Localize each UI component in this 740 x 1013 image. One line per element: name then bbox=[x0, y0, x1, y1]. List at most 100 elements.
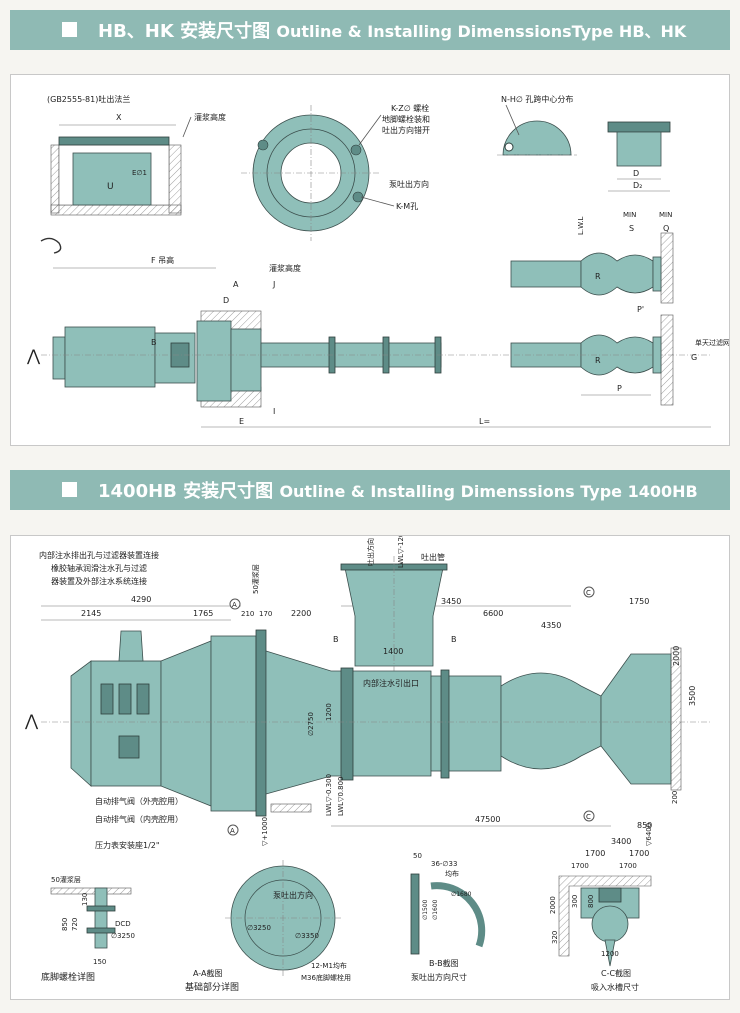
hole-distribution-detail: N-H∅ 孔跨中心分布 bbox=[497, 94, 577, 156]
dim-p-prime: P' bbox=[637, 305, 644, 314]
section-detail-bb: 36-∅33 均布 50 ∅1500 ∅1600 ∅1680 B-B截图 泵吐出… bbox=[410, 852, 486, 982]
kz-bolt-label-2: 地脚螺栓装和 bbox=[382, 114, 430, 124]
lwl-mid-label: LWL▽-0.300 bbox=[325, 774, 333, 816]
svg-text:C: C bbox=[586, 813, 591, 821]
outlet-pipe-label: 吐出管 bbox=[421, 552, 445, 562]
dim-u: U bbox=[107, 182, 114, 192]
det3-phi1680: ∅1680 bbox=[451, 891, 472, 898]
dim-1750: 1750 bbox=[629, 597, 649, 606]
dim-d2: D₂ bbox=[633, 181, 642, 190]
det3-phi1600: ∅1600 bbox=[432, 899, 439, 920]
dim-4350: 4350 bbox=[541, 621, 561, 630]
dim-170: 170 bbox=[259, 610, 272, 618]
annotation-filter-link: 器装置及外部注水系统连接 bbox=[51, 576, 147, 586]
det1-phi: ∅3250 bbox=[111, 932, 135, 940]
det3-bolt-count: 36-∅33 bbox=[431, 860, 457, 868]
det1-grout-label: 50灌浆层 bbox=[51, 875, 81, 884]
dim-g: G bbox=[691, 353, 697, 362]
header-title-cn: 1400HB 安装尺寸图 bbox=[98, 481, 274, 502]
dim-4290: 4290 bbox=[131, 595, 151, 604]
section-marker-c-top: C bbox=[583, 586, 595, 598]
level-6400-label: ▽6400 bbox=[645, 823, 653, 846]
header-title-cn: HB、HK 安装尺寸图 bbox=[98, 21, 271, 42]
section-b-left: B bbox=[333, 635, 339, 644]
det4-title1: C-C截图 bbox=[601, 968, 631, 978]
flange-pit-detail: (GB2555-81)吐出法兰 X U E∅1 灌浆高度 bbox=[47, 94, 226, 216]
grout-layer-label: 50灌浆层 bbox=[251, 564, 260, 594]
lifting-hook-icon bbox=[40, 237, 62, 254]
section-header-1400hb: 1400HB 安装尺寸图 Outline & Installing Dimens… bbox=[10, 470, 730, 510]
svg-text:C: C bbox=[586, 589, 591, 597]
nh-hole-label: N-H∅ 孔跨中心分布 bbox=[501, 94, 573, 104]
dim-6600: 6600 bbox=[483, 609, 503, 618]
det2-phi2: ∅3350 bbox=[295, 932, 319, 940]
lwl-low-label: LWL▽0.800 bbox=[337, 776, 345, 816]
dim-b: B bbox=[151, 338, 157, 347]
det1-dim-720: 720 bbox=[71, 918, 79, 931]
anchor-bolt-detail: 50灌浆层 850 720 130 150 DCD ∅3250 底脚螺栓详图 bbox=[41, 875, 135, 983]
grout-height-label-2: 灌浆高度 bbox=[269, 263, 301, 273]
arrow-icon: ⋀ bbox=[26, 346, 41, 365]
det2-title1: A-A截图 bbox=[193, 968, 222, 978]
annotation-inner-water: 内部注水排出孔与过滤器装置连接 bbox=[39, 550, 159, 560]
hb-hk-drawing-panel: (GB2555-81)吐出法兰 X U E∅1 灌浆高度 K-Z∅ 螺栓 地脚螺… bbox=[10, 74, 730, 446]
kz-bolt-label-3: 吐出方向错开 bbox=[382, 125, 430, 135]
dim-p: P bbox=[617, 384, 622, 393]
dim-r-lower: R bbox=[595, 356, 601, 365]
det2-phi1: ∅3250 bbox=[247, 924, 271, 932]
det1-dim-850: 850 bbox=[61, 918, 69, 931]
dim-200: 200 bbox=[671, 791, 679, 804]
min-label-1: MIN bbox=[623, 211, 636, 219]
base-detail-aa: 泵吐出方向 ∅3250 ∅3350 12-M1均布 M36底脚螺栓用 A-A截图… bbox=[185, 860, 351, 993]
annotation-bearing-water: 橡胶轴承润滑注水孔与过滤 bbox=[51, 563, 147, 573]
dim-d: D bbox=[633, 169, 639, 178]
inner-water-outlet-label: 内部注水引出口 bbox=[363, 678, 419, 688]
det1-dcd: DCD bbox=[115, 920, 131, 928]
dim-phi2750: ∅2750 bbox=[307, 712, 315, 736]
section-b-right: B bbox=[451, 635, 457, 644]
svg-text:A: A bbox=[232, 601, 237, 609]
auto-vent-inner-label: 自动排气阀（内壳腔用） bbox=[95, 814, 183, 824]
dim-i: I bbox=[273, 407, 275, 416]
dim-2145: 2145 bbox=[81, 609, 101, 618]
km-hole-label: K-M孔 bbox=[396, 202, 418, 211]
hb-hk-outline-drawing: (GB2555-81)吐出法兰 X U E∅1 灌浆高度 K-Z∅ 螺栓 地脚螺… bbox=[26, 94, 730, 428]
header-title-en: Outline & Installing Dimenssions Type 14… bbox=[279, 482, 698, 501]
det1-title: 底脚螺栓详图 bbox=[41, 971, 95, 983]
dim-3450: 3450 bbox=[441, 597, 461, 606]
lwl-label: L.W.L bbox=[577, 217, 585, 235]
lift-height-label: F 吊高 bbox=[151, 255, 174, 265]
dim-1700-a: 1700 bbox=[585, 849, 605, 858]
1400hb-drawing-panel: 内部注水排出孔与过滤器装置连接 橡胶轴承润滑注水孔与过滤 器装置及外部注水系统连… bbox=[10, 528, 730, 1000]
section-detail-cc: 2000 300 800 320 1200 1700 1700 C-C截图 吸入… bbox=[549, 862, 652, 992]
det2-bolts2: M36底脚螺栓用 bbox=[301, 973, 351, 982]
section-marker-a-top: A bbox=[229, 598, 241, 610]
dim-l: L= bbox=[479, 417, 490, 426]
det1-dim-130: 130 bbox=[81, 893, 89, 906]
det4-dim-1700-a: 1700 bbox=[571, 862, 589, 870]
dim-a: A bbox=[233, 280, 239, 289]
dim-850: 850 bbox=[637, 821, 652, 830]
dim-r-upper: R bbox=[595, 272, 601, 281]
det1-dim-150: 150 bbox=[93, 958, 106, 966]
dim-1400: 1400 bbox=[383, 647, 403, 656]
pressure-gauge-label: 压力表安装座1/2" bbox=[95, 840, 160, 850]
kz-bolt-label-1: K-Z∅ 螺栓 bbox=[391, 103, 429, 113]
dim-x: X bbox=[116, 113, 122, 122]
section-marker-a-bottom: A bbox=[227, 824, 239, 836]
dim-210: 210 bbox=[241, 610, 254, 618]
det2-direction: 泵吐出方向 bbox=[273, 890, 313, 900]
grout-height-label: 灌浆高度 bbox=[194, 112, 226, 122]
dim-j: J bbox=[272, 280, 275, 289]
det4-dim-800: 800 bbox=[587, 895, 595, 908]
outlet-direction-label: 吐出方向 bbox=[366, 538, 375, 566]
det4-dim-320: 320 bbox=[551, 931, 559, 944]
dim-e: E bbox=[239, 417, 244, 426]
dim-s: S bbox=[629, 224, 634, 233]
outlet-pipe: 1400 吐出管 吐出方向 LWL▽-1200 bbox=[340, 528, 448, 686]
pump-direction-label: 泵吐出方向 bbox=[389, 179, 429, 189]
svg-text:A: A bbox=[230, 827, 235, 835]
dim-3500: 3500 bbox=[688, 686, 697, 706]
gb-flange-label: (GB2555-81)吐出法兰 bbox=[47, 94, 130, 104]
arrow-icon: ⋀ bbox=[24, 711, 39, 730]
